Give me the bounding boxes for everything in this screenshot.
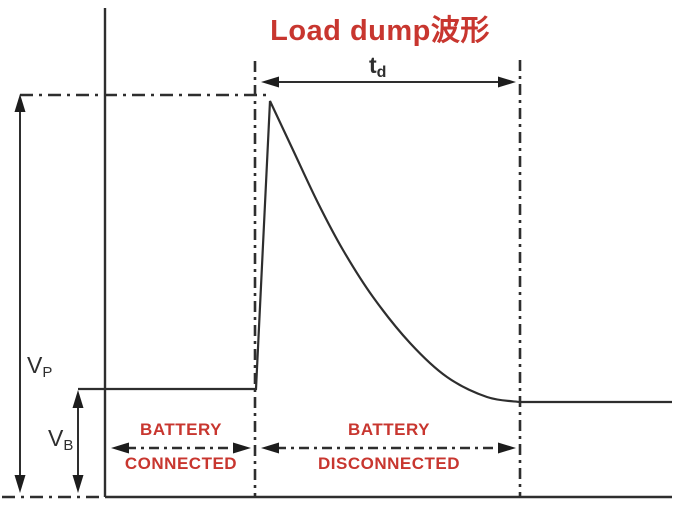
battery-connected-arrowhead-left [111, 442, 129, 454]
v-battery-arrowhead-up [72, 390, 84, 408]
v-battery-label-base: V [48, 425, 64, 451]
v-battery-label-sub: B [63, 437, 74, 454]
v-peak-label: VP [27, 352, 53, 381]
v-battery-arrowhead-down [72, 475, 84, 493]
battery-connected-label-line1: BATTERY [140, 420, 222, 439]
td-duration-arrow [261, 76, 516, 88]
td-label-base: t [369, 52, 377, 78]
td-label-sub: d [376, 64, 387, 81]
v-battery-arrow [72, 390, 84, 493]
v-peak-arrow [14, 94, 26, 493]
v-battery-label: VB [48, 425, 74, 454]
battery-disconnected-label-line1: BATTERY [348, 420, 430, 439]
td-duration-label: td [369, 54, 386, 81]
waveform-curve [78, 100, 672, 404]
v-peak-arrowhead-down [14, 475, 26, 493]
battery-disconnected-label-line2: DISCONNECTED [317, 454, 460, 473]
axes [103, 8, 672, 499]
diagram-title: Load dump波形 [270, 15, 490, 47]
v-peak-arrowhead-up [14, 94, 26, 112]
battery-disconnected-arrow [261, 442, 516, 454]
td-arrowhead-right [498, 76, 516, 88]
v-peak-label-sub: P [42, 364, 53, 381]
battery-connected-label-line2: CONNECTED [124, 454, 238, 473]
v-peak-label-base: V [27, 352, 43, 378]
battery-connected-arrowhead-right [233, 442, 251, 454]
reference-lines [2, 60, 522, 499]
battery-disconnected-arrowhead-left [261, 442, 279, 454]
battery-connected-arrow [111, 442, 251, 454]
battery-disconnected-arrowhead-right [498, 442, 516, 454]
td-arrowhead-left [261, 76, 279, 88]
